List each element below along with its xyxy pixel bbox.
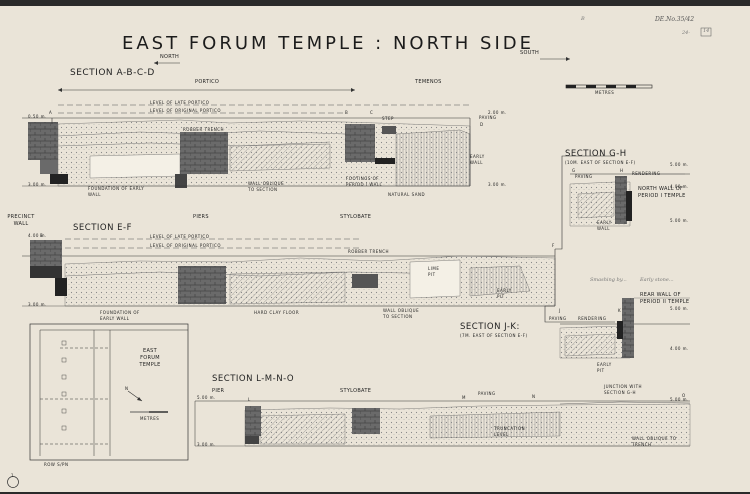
- lmno-level-1: 5.00 m.: [197, 395, 216, 400]
- ef-hard-clay: HARD CLAY FLOOR: [254, 310, 300, 315]
- piers-label: PIERS: [193, 214, 209, 220]
- jk-early-pit: EARLY PIT: [597, 362, 612, 373]
- stylobate-label-mid: STYLOBATE: [340, 214, 372, 220]
- section-gh-title: SECTION G-H: [565, 149, 627, 159]
- plan-footer: ROW S/PN: [44, 462, 69, 467]
- abcd-wall-oblique: WALL OBLIQUE TO SECTION: [248, 181, 285, 192]
- gh-rendering: RENDERING: [632, 171, 661, 176]
- corner-sheet: 24-: [682, 30, 691, 36]
- abcd-natural-sand: NATURAL SAND: [388, 192, 426, 197]
- abcd-robber-trench: ROBBER TRENCH: [183, 127, 225, 132]
- section-gh-subtitle: (10M. EAST OF SECTION E-F): [565, 160, 636, 165]
- jk-pencil-note-1: Smashing by...: [590, 277, 627, 283]
- abcd-level-2: 3.00 m.: [28, 182, 47, 187]
- gh-level-1: 5.00 m.: [670, 162, 689, 167]
- precinct-wall-label: PRECINCT WALL: [7, 214, 35, 227]
- lmno-paving: PAVING: [478, 391, 496, 396]
- label-n: N: [532, 394, 536, 399]
- label-o: O: [682, 393, 686, 398]
- label-a: A: [49, 110, 53, 115]
- label-c: C: [370, 110, 374, 115]
- jk-pencil-note-2: Early stone...: [640, 277, 674, 283]
- portico-label: PORTICO: [195, 79, 220, 85]
- gh-level-3: 5.00 m.: [670, 218, 689, 223]
- section-lmno-drawing: [194, 400, 691, 447]
- abcd-level-3: 2.00 m.: [488, 110, 507, 115]
- jk-level-1: 5.00 m.: [670, 306, 689, 311]
- lmno-junction: JUNCTION WITH SECTION G-H: [604, 384, 643, 395]
- lmno-stylobate: STYLOBATE: [340, 388, 372, 394]
- lmno-level-2: 3.00 m.: [197, 442, 216, 447]
- plan-title: EAST FORUM TEMPLE: [139, 348, 161, 368]
- abcd-early-wall: EARLY WALL: [470, 154, 485, 165]
- north-label: NORTH: [160, 54, 180, 60]
- section-abcd-drawing: [22, 88, 471, 188]
- ef-wall-oblique: WALL OBLIQUE TO SECTION: [383, 308, 420, 319]
- section-lmno-title: SECTION L-M-N-O: [212, 374, 295, 384]
- section-drawings: [7, 27, 712, 488]
- abcd-paving: PAVING: [479, 115, 497, 120]
- orientation-arrows: [154, 57, 570, 65]
- gh-level-2: 4.00 m.: [670, 184, 689, 189]
- abcd-level-4: 3.00 m.: [488, 182, 507, 187]
- sheet-marker-circle: [7, 476, 19, 488]
- scale-label: METRES: [595, 90, 615, 95]
- ef-level-1: 4.00 m.: [28, 233, 47, 238]
- ef-original-portico: LEVEL OF ORIGINAL PORTICO: [150, 243, 221, 248]
- scale-bar: [565, 84, 653, 89]
- ef-lime-pit: LIME PIT: [428, 266, 440, 277]
- section-jk-drawing: [559, 297, 690, 359]
- lmno-truncation: TRUNCATION LEVEL: [494, 426, 526, 437]
- abcd-footings: FOOTINGS OF PERIOD I WALL: [346, 176, 383, 187]
- ef-robber-trench: ROBBER TRENCH: [348, 249, 390, 254]
- label-e: E: [40, 233, 44, 238]
- drawing-title: EAST FORUM TEMPLE : NORTH SIDE: [122, 33, 534, 54]
- ef-late-portico: LEVEL OF LATE PORTICO: [150, 234, 210, 239]
- corner-ref: DE.No.35/42: [655, 16, 695, 23]
- gh-north-wall: NORTH WALL OF PERIOD I TEMPLE: [638, 186, 686, 199]
- label-m: M: [462, 395, 466, 400]
- label-d: D: [480, 122, 484, 127]
- south-label: SOUTH: [520, 50, 540, 56]
- section-ef-drawing: [22, 155, 615, 323]
- abcd-late-portico: LEVEL OF LATE PORTICO: [150, 100, 210, 105]
- sheet-marker: 1: [11, 473, 15, 478]
- lmno-level-3: 5.00 m.: [670, 397, 689, 402]
- ef-foundation: FOUNDATION OF EARLY WALL: [100, 310, 140, 321]
- temenos-label: TEMENOS: [415, 79, 442, 85]
- gh-early-wall: EARLY WALL: [597, 220, 612, 231]
- label-j: J: [559, 308, 561, 313]
- label-l: L: [248, 397, 251, 402]
- plan-north: N: [125, 386, 129, 391]
- abcd-level-1: 0.50 m.: [28, 114, 47, 119]
- jk-level-2: 4.00 m.: [670, 346, 689, 351]
- ef-early-pit: EARLY PIT: [497, 288, 512, 299]
- label-g: G: [572, 168, 576, 173]
- label-h: H: [620, 168, 624, 173]
- pencil-b: B: [581, 16, 585, 22]
- section-jk-title: SECTION J-K:: [460, 322, 520, 332]
- gh-paving: PAVING: [575, 174, 593, 179]
- jk-paving: PAVING: [549, 316, 567, 321]
- abcd-foundation: FOUNDATION OF EARLY WALL: [88, 186, 145, 197]
- section-gh-drawing: [569, 173, 690, 227]
- plan-inset: [29, 323, 189, 461]
- corner-number: 14: [703, 28, 710, 34]
- abcd-original-portico: LEVEL OF ORIGINAL PORTICO: [150, 108, 221, 113]
- lmno-pier: PIER: [212, 388, 225, 394]
- label-b: B: [345, 110, 349, 115]
- ef-level-2: 3.00 m.: [28, 302, 47, 307]
- plan-scale: METRES: [140, 416, 160, 421]
- jk-rendering: RENDERING: [578, 316, 607, 321]
- section-jk-subtitle: (7M. EAST OF SECTION E-F): [460, 333, 528, 338]
- abcd-step: STEP: [382, 116, 394, 121]
- label-f: F: [552, 243, 555, 248]
- section-ef-title: SECTION E-F: [73, 223, 132, 233]
- jk-rear-wall: REAR WALL OF PERIOD II TEMPLE: [640, 292, 690, 305]
- section-abcd-title: SECTION A-B-C-D: [70, 68, 155, 78]
- corner-box: [700, 27, 712, 37]
- drawing-sheet: EAST FORUM TEMPLE : NORTH SIDE NORTH SOU…: [0, 6, 750, 492]
- label-k: K: [618, 308, 622, 313]
- lmno-wall-oblique: WALL OBLIQUE TO TRENCH: [632, 436, 677, 447]
